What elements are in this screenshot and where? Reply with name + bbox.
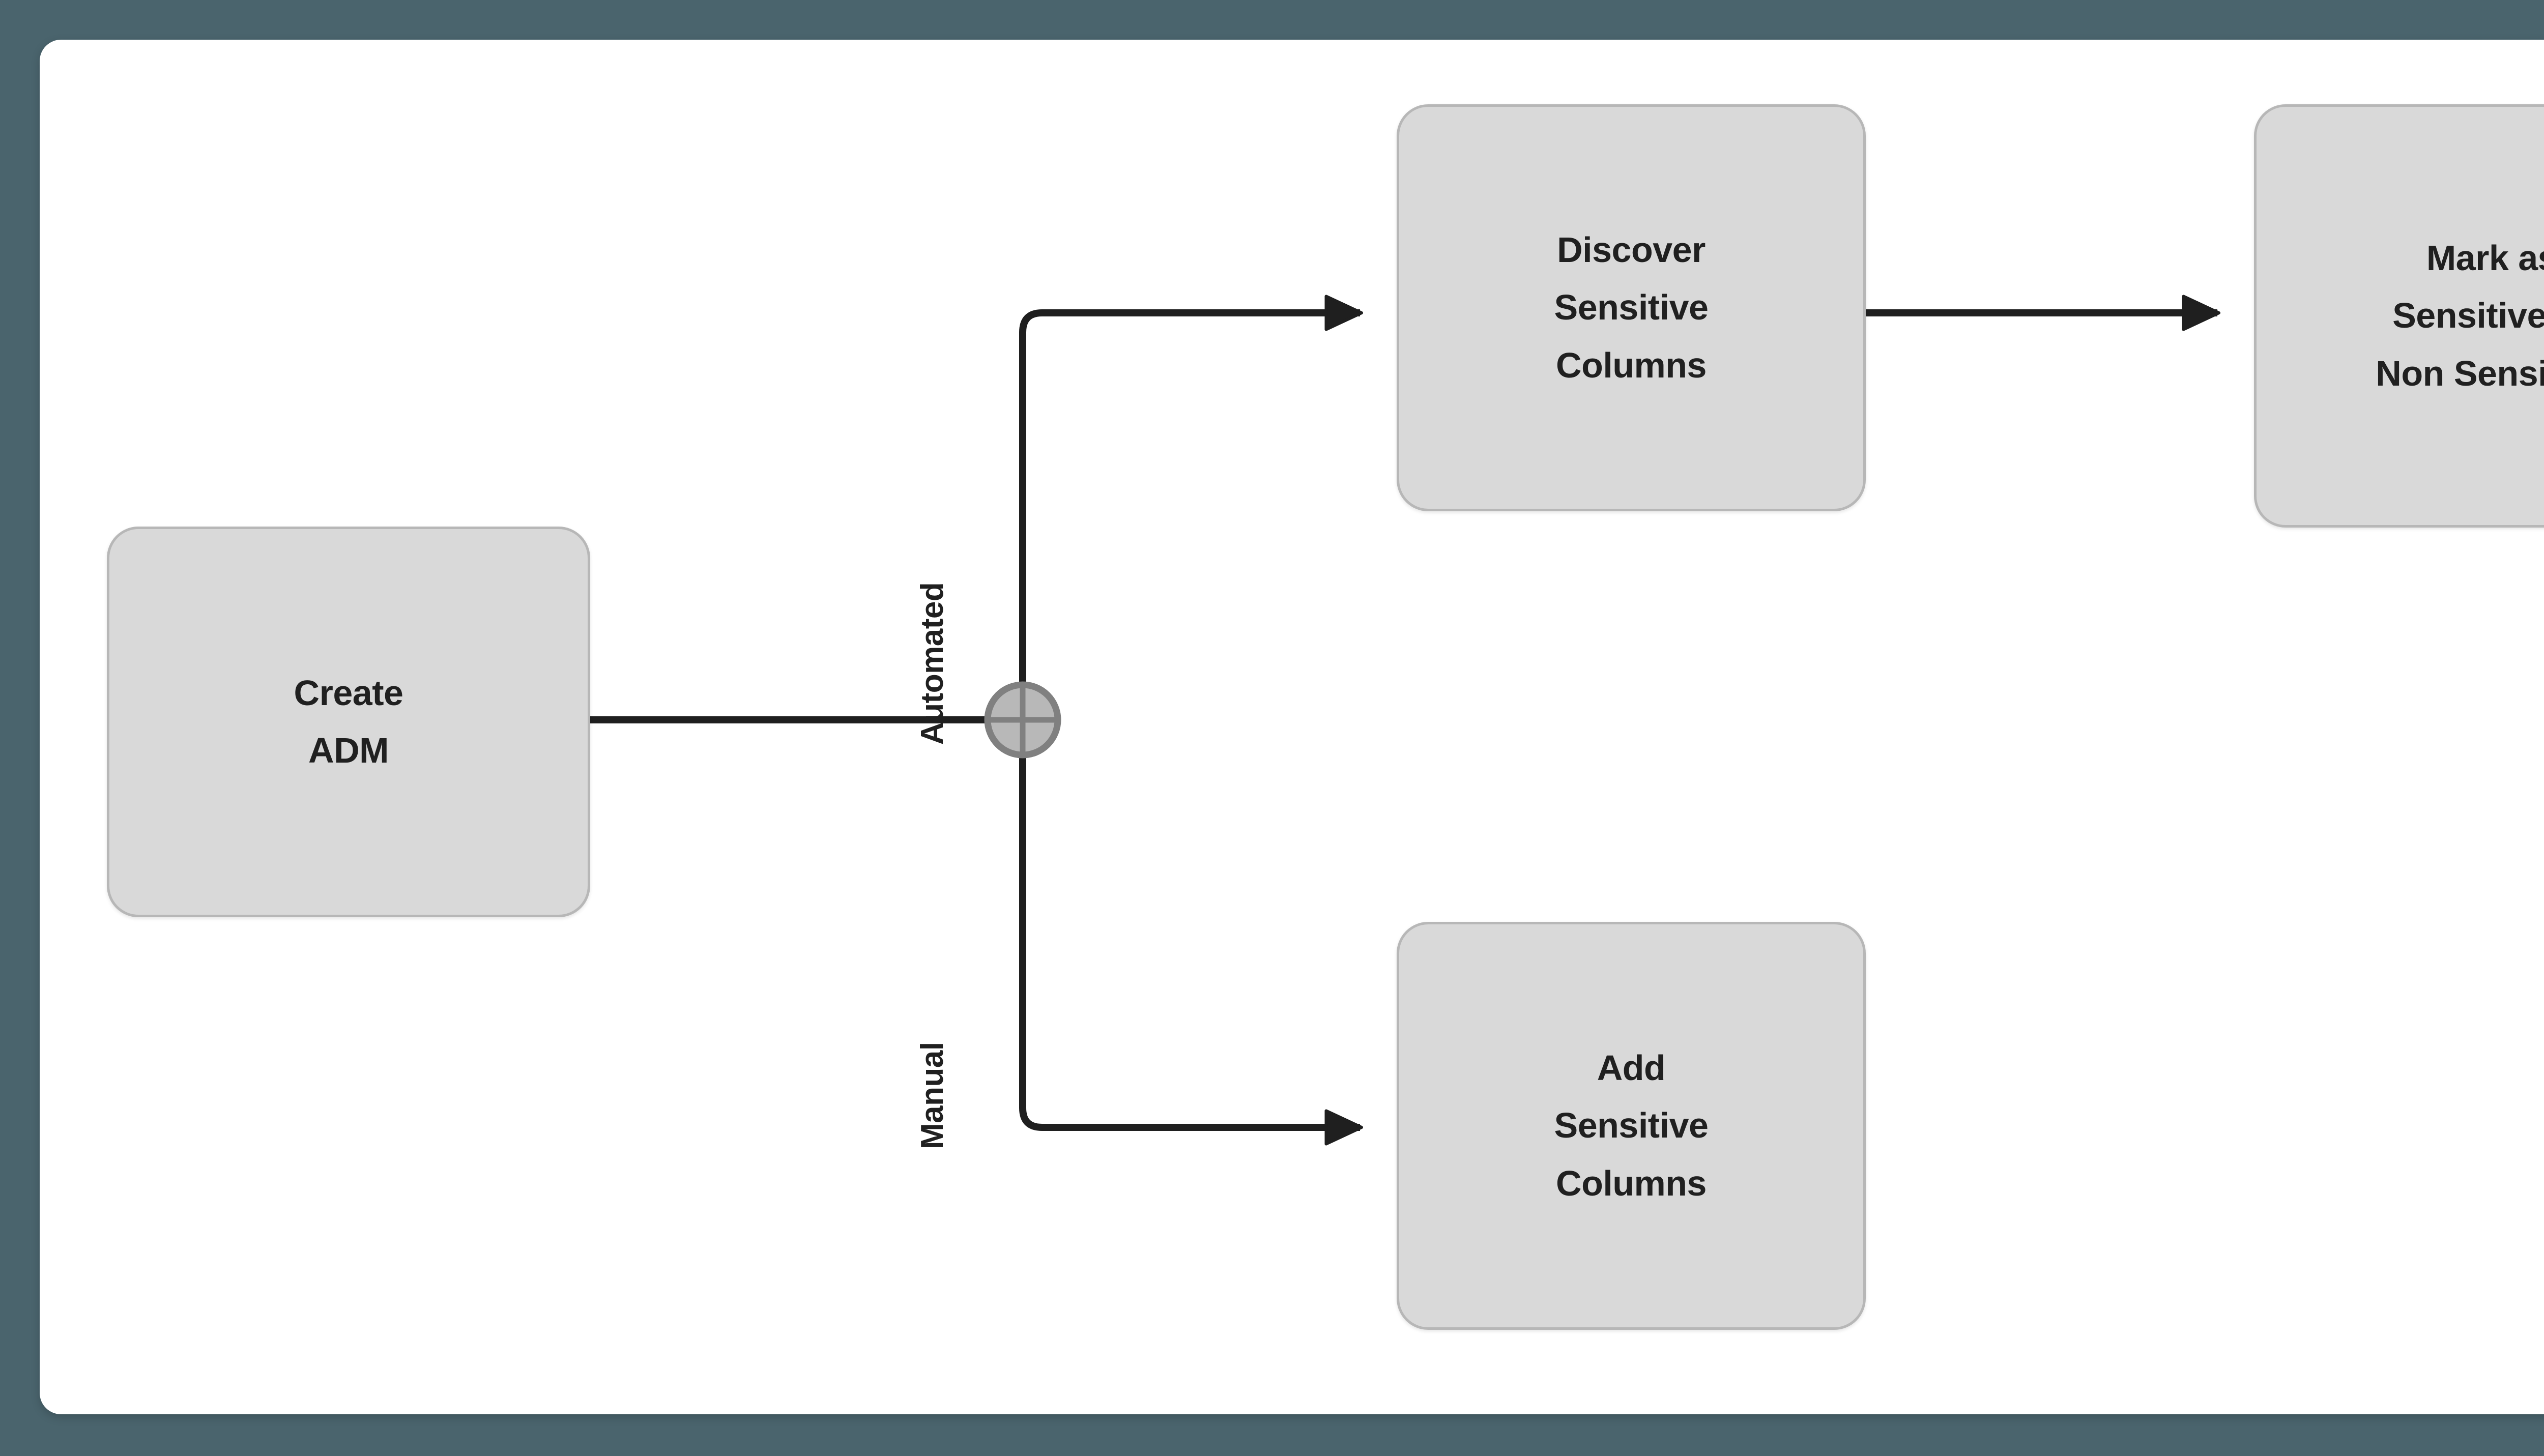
node-label: Add Sensitive Columns xyxy=(1554,1047,1709,1203)
edge-junction-to-add xyxy=(1019,720,1364,1146)
edge-label-manual: Manual xyxy=(915,1042,950,1149)
node-label: Create ADM xyxy=(294,673,403,770)
node-label: Mark as Sensitive or Non Sensitive xyxy=(2376,238,2544,393)
edge-junction-to-discover xyxy=(1019,295,1364,720)
node-discover-sensitive-columns[interactable]: Discover Sensitive Columns xyxy=(1397,104,1866,511)
connector-layer xyxy=(590,295,2221,1146)
node-mark-as-sensitive-or-non-sensitive[interactable]: Mark as Sensitive or Non Sensitive xyxy=(2254,104,2544,528)
edge-label-automated: Automated xyxy=(915,582,950,745)
junction-node[interactable] xyxy=(984,681,1061,759)
node-add-sensitive-columns[interactable]: Add Sensitive Columns xyxy=(1397,922,1866,1330)
node-label: Discover Sensitive Columns xyxy=(1554,229,1709,385)
diagram-canvas: Create ADM Discover Sensitive Columns Ma… xyxy=(40,40,2544,1414)
node-create-adm[interactable]: Create ADM xyxy=(107,527,590,917)
